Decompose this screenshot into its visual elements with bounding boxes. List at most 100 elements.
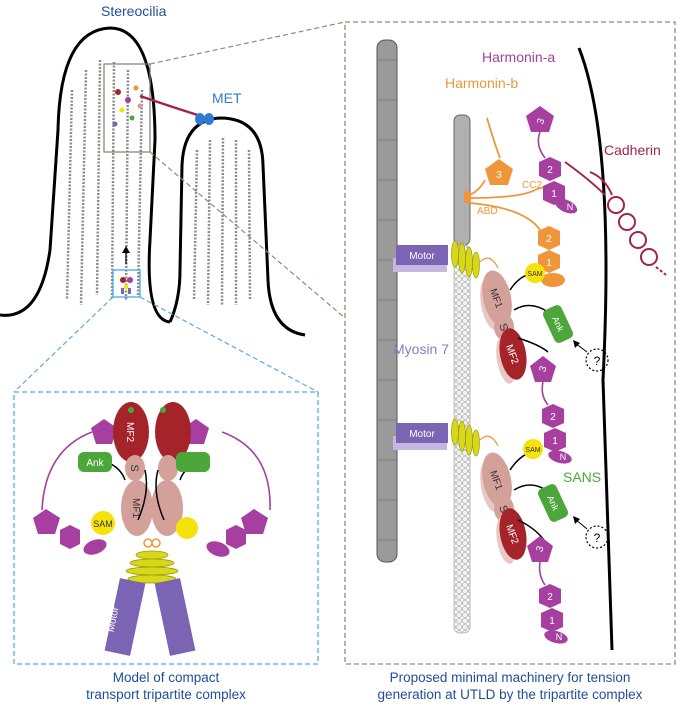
harmonin-b-domain3-label: 3 [496,170,502,181]
harmonin-b-pdz-icon [538,226,565,287]
mf2-right-icon [155,402,191,462]
cc2-label: CC2 [522,180,542,191]
harmonin-a-label: Harmonin-a [482,49,555,65]
sam-2-label: SAM [525,447,540,454]
mf2-left-icon [113,402,149,462]
harmonin-a-top-pdz2-label: 2 [547,165,553,176]
connector-line-left [13,296,114,393]
harmonin-b-pdz1-label: 1 [546,258,552,269]
harmonin-a-mid-domain3-icon [530,356,556,382]
harmonin-a-top-pdz-icon [539,157,578,214]
question-2-label: ? [594,531,601,545]
harmonin-a-bot-domain3-icon [527,536,553,562]
harmonin-a-bot-pdz2-label: 2 [547,592,553,603]
tall-stereocilium-outline [0,26,171,324]
harmonin-b-pdz2-label: 2 [546,234,552,245]
met-channel-icon [195,113,214,125]
actin-filament-dark [376,39,398,563]
cadherin-label: Cadherin [604,142,661,158]
harmonin-a-mid-pdz-icon [542,404,572,464]
harmonin-a-mid-domain3-label: 3 [537,364,549,373]
short-stereocilium-outline [168,116,306,337]
myosin7-label: Myosin 7 [393,341,449,357]
harmonin-b-label: Harmonin-b [445,75,518,91]
compact-complex-panel: MF2 S MF1 Ank SAM [13,391,319,665]
utld-complex-mini [112,85,143,127]
sans-label: SANS [563,469,601,485]
question-2-icon [585,525,609,549]
mf1-1-icon [482,270,512,326]
ank-2-icon [537,484,569,522]
stereocilia-panel: Stereocilia [0,3,346,393]
transport-inset-box [112,269,141,298]
actin-filaments-short [192,137,252,306]
met-label: MET [212,90,242,106]
mf1-left-label: MF1 [130,498,141,518]
mf2-left-label: MF2 [124,422,135,442]
transport-complex-mini [120,277,133,294]
right-caption-line2: generation at UTLD by the tripartite com… [377,687,643,702]
right-caption: Proposed minimal machinery for tension g… [340,669,680,703]
movement-arrow-icon [122,246,130,264]
ank-1-icon [542,305,574,343]
harmonin-a-top-pdz1-label: 1 [551,189,557,200]
motor-right-icon [154,578,196,656]
coiled-coil-icon [125,550,179,584]
sam-left-label: SAM [93,519,113,529]
lever-arm-icon [143,538,161,548]
motor-left-icon [104,578,146,656]
ank-right-icon [176,452,210,472]
left-caption-line2: transport tripartite complex [86,687,246,702]
harmonin-a-mid-pdz2-label: 2 [550,412,556,423]
ank-left-icon [78,452,112,472]
harmonin-a-top-domain3-icon [526,106,554,132]
coiled-coil-2-icon [451,418,480,457]
motor-2-label: Motor [409,429,435,440]
motor-1-icon [396,245,448,265]
ank-left-label: Ank [86,458,104,469]
machinery-panel: Cadherin Harmonin-a Harmonin-b Myosin 7 … [344,21,676,665]
s-2-label: S [496,504,510,515]
motor-1-label: Motor [409,251,435,262]
sam-left-icon [91,511,115,535]
sam-1-icon [525,263,545,283]
harmonin-b-domain3-icon [485,159,513,185]
harmonin-a-mid-n-label: N [560,452,567,462]
harmonin-a-left-icon [33,419,117,555]
harmonin-a-top-n-label: N [567,202,574,212]
motor-left-label: Motor [106,605,122,633]
abd-label: ABD [477,206,498,217]
stereocilia-label: Stereocilia [101,3,167,19]
right-caption-line1: Proposed minimal machinery for tension [389,670,631,685]
connector-line-top [149,21,346,65]
harmonin-a-bot-n-label: N [556,632,563,642]
sam-right-icon [176,517,198,539]
compact-complex-box [13,391,319,665]
actin-filament-mid [453,114,471,246]
s-left-label: S [128,464,140,471]
connector-line-bottom [149,151,346,319]
harmonin-a-mid-pdz1-label: 1 [552,436,558,447]
harmonin-a-top-domain3-label: 3 [535,117,547,126]
harmonin-a-right-icon [183,419,268,557]
motor-2-icon [396,423,448,443]
left-caption: Model of compact transport tripartite co… [14,669,318,703]
sam-1-label: SAM [527,271,542,278]
question-1-label: ? [594,354,601,368]
harmonin-a-bot-domain3-label: 3 [534,544,546,553]
utld-inset-box [103,63,151,153]
harmonin-a-bot-pdz-icon [539,584,568,644]
cadherin-icon [607,196,667,276]
actin-filaments-tall [65,59,144,306]
coiled-coil-1-icon [451,240,480,279]
mf2-1-icon [499,328,527,380]
machinery-box [344,21,676,665]
connector-line-right [139,296,319,393]
membrane-line [577,47,614,651]
sam-2-icon [523,439,543,459]
mf1-2-icon [482,452,512,508]
question-1-icon [585,348,609,372]
s-1-label: S [496,322,510,333]
left-caption-line1: Model of compact [112,670,220,685]
harmonin-a-bot-pdz1-label: 1 [549,616,555,627]
